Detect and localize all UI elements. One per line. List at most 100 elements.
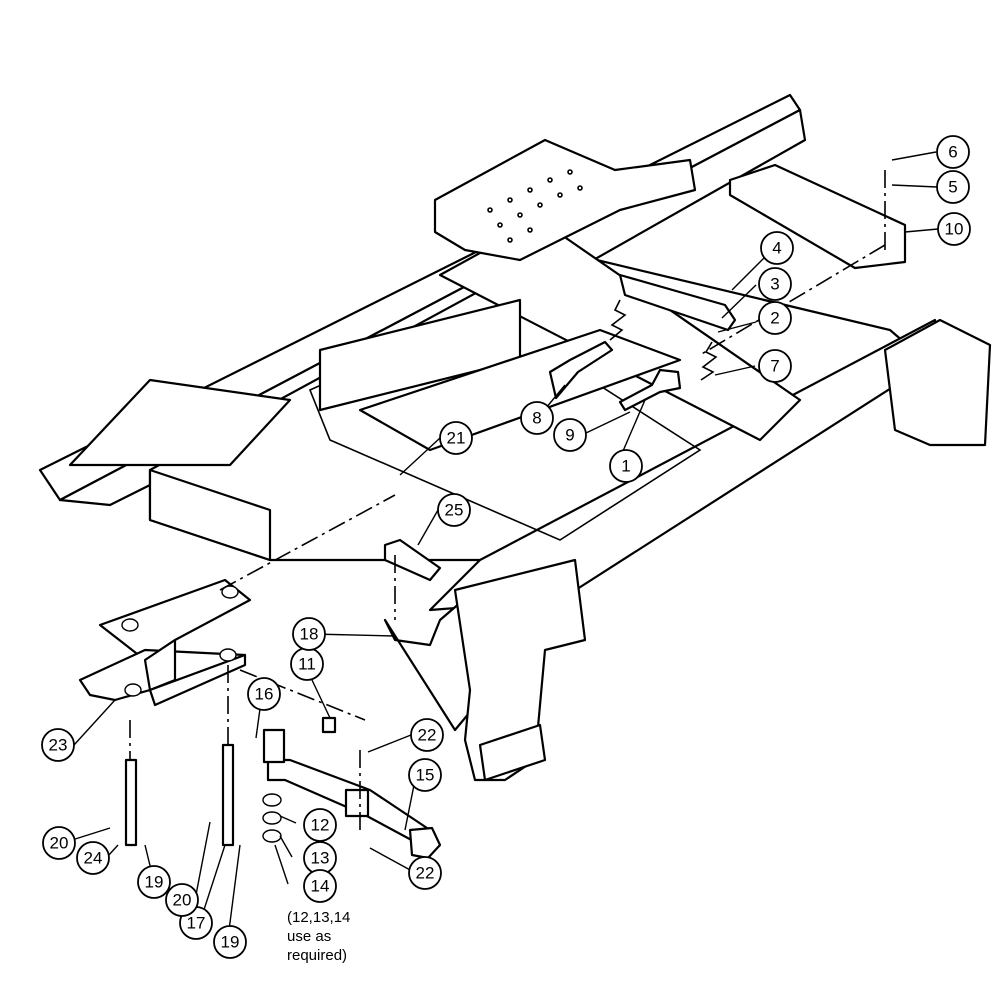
note-line-1: (12,13,14: [287, 909, 351, 926]
callout-number: 17: [187, 914, 206, 933]
callout-number: 25: [445, 501, 464, 520]
callout-21: 21: [439, 421, 473, 455]
spring-right: [700, 341, 718, 381]
callout-circle: [303, 869, 337, 903]
pedal-bracket: [618, 273, 737, 332]
cover-plate: [728, 163, 907, 270]
left-step-plate: [433, 138, 697, 262]
callout-23: 23: [41, 728, 75, 762]
callout-number: 10: [945, 220, 964, 239]
callout-22: 22: [408, 856, 442, 890]
left-fender: [68, 378, 292, 467]
callout-circle: [937, 212, 971, 246]
callout-number: 19: [221, 933, 240, 952]
callout-20: 20: [165, 883, 199, 917]
callout-14: 14: [303, 869, 337, 903]
pin-24: [124, 758, 138, 847]
callout-circle: [553, 418, 587, 452]
callout-circle: [247, 677, 281, 711]
callout-circle: [437, 493, 471, 527]
callout-circle: [936, 170, 970, 204]
callout-number: 23: [49, 736, 68, 755]
callout-19: 19: [137, 865, 171, 899]
callout-circle: [165, 883, 199, 917]
callout-number: 6: [948, 143, 957, 162]
right-fender: [883, 318, 992, 447]
callout-circle: [758, 301, 792, 335]
callout-3: 3: [758, 267, 792, 301]
mount-bracket-23: [78, 578, 252, 707]
callout-4: 4: [760, 231, 794, 265]
callout-number: 4: [772, 239, 781, 258]
callout-circle: [439, 421, 473, 455]
callout-circle: [408, 758, 442, 792]
washer-stack: [262, 793, 282, 843]
spring-left: [609, 299, 627, 341]
callout-circle: [292, 617, 326, 651]
callout-number: 13: [311, 849, 330, 868]
callout-circle: [758, 349, 792, 383]
callout-15: 15: [408, 758, 442, 792]
note-line-2: use as: [287, 928, 332, 945]
callout-7: 7: [758, 349, 792, 383]
callout-number: 22: [418, 726, 437, 745]
callout-circle: [408, 856, 442, 890]
callout-number: 15: [416, 766, 435, 785]
callout-number: 19: [145, 873, 164, 892]
callout-6: 6: [936, 135, 970, 169]
center-lines: [129, 170, 886, 830]
callout-circle: [760, 231, 794, 265]
callout-circle: [410, 718, 444, 752]
callout-2: 2: [758, 301, 792, 335]
callout-18: 18: [292, 617, 326, 651]
callout-number: 22: [416, 864, 435, 883]
note-line-3: required): [287, 947, 348, 964]
callout-22: 22: [410, 718, 444, 752]
callout-12: 12: [303, 808, 337, 842]
callout-number: 2: [770, 309, 779, 328]
callout-9: 9: [553, 418, 587, 452]
callout-11: 11: [290, 647, 324, 681]
callout-number: 3: [770, 275, 779, 294]
pin-17: [221, 743, 235, 847]
callout-circle: [41, 728, 75, 762]
callout-number: 5: [948, 178, 957, 197]
callout-number: 18: [300, 625, 319, 644]
callout-number: 1: [621, 457, 630, 476]
callout-16: 16: [247, 677, 281, 711]
callout-number: 7: [770, 357, 779, 376]
callout-number: 8: [532, 409, 541, 428]
callout-number: 21: [447, 429, 466, 448]
pedal-8: [548, 340, 614, 400]
callout-number: 16: [255, 685, 274, 704]
bracket-25: [383, 538, 442, 582]
callout-circle: [137, 865, 171, 899]
callout-10: 10: [937, 212, 971, 246]
callout-20: 20: [42, 826, 76, 860]
callout-circle: [303, 808, 337, 842]
callout-circle: [42, 826, 76, 860]
foot-pedal: [453, 558, 587, 782]
callout-number: 9: [565, 426, 574, 445]
washer-usage-note: (12,13,14 use as required): [287, 908, 350, 965]
callout-circle: [609, 449, 643, 483]
foot-pedal-pad: [478, 723, 547, 782]
callout-8: 8: [520, 401, 554, 435]
callout-5: 5: [936, 170, 970, 204]
callout-1: 1: [609, 449, 643, 483]
callout-number: 12: [311, 816, 330, 835]
callout-19: 19: [213, 925, 247, 959]
cross-shaft: [262, 716, 442, 860]
callout-25: 25: [437, 493, 471, 527]
callout-circle: [76, 841, 110, 875]
pedal-9: [618, 368, 682, 412]
callout-number: 20: [173, 891, 192, 910]
callout-24: 24: [76, 841, 110, 875]
callout-number: 11: [298, 655, 316, 674]
callout-number: 24: [84, 849, 103, 868]
callout-number: 20: [50, 834, 69, 853]
callout-circle: [758, 267, 792, 301]
callout-circle: [213, 925, 247, 959]
callout-number: 14: [311, 877, 330, 896]
